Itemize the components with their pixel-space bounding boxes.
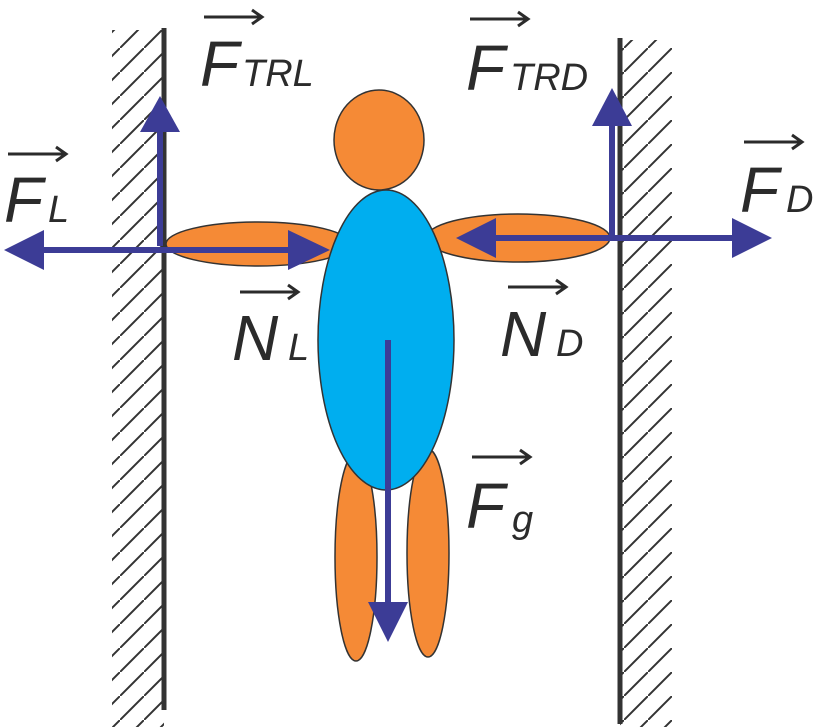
label-f-l-main: F xyxy=(4,164,47,236)
right-wall-hatching xyxy=(620,40,672,727)
label-f-l-sub: L xyxy=(48,189,69,231)
label-f-trl-sub: TRL xyxy=(242,53,314,95)
label-f-d: F D xyxy=(740,133,813,226)
label-f-g-sub: g xyxy=(512,499,533,541)
label-f-trd-main: F xyxy=(466,32,509,104)
label-f-trl-main: F xyxy=(200,28,243,100)
arrow-f-trl xyxy=(140,96,180,246)
label-n-d-sub: D xyxy=(556,323,583,365)
arrow-f-trd xyxy=(592,88,632,238)
person-head xyxy=(333,89,425,191)
label-f-trd: F TRD xyxy=(466,10,588,104)
left-wall-hatching xyxy=(112,30,164,727)
vector-arrow-over-f-g xyxy=(472,448,533,466)
label-f-g-main: F xyxy=(466,470,509,542)
label-f-d-main: F xyxy=(740,154,783,226)
right-wall xyxy=(617,38,672,727)
label-f-l: F L xyxy=(4,145,69,236)
force-arrows xyxy=(4,88,772,642)
vector-arrow-over-f-trl xyxy=(204,8,265,26)
person xyxy=(165,89,611,662)
arrow-n-d xyxy=(456,218,612,258)
vector-arrow-over-f-l xyxy=(8,145,69,163)
person-left-arm xyxy=(165,221,351,267)
label-f-trl: F TRL xyxy=(200,8,314,100)
vector-arrow-over-n-l xyxy=(240,283,301,301)
arrow-n-l xyxy=(164,230,330,270)
label-n-l-main: N xyxy=(232,302,279,374)
left-wall xyxy=(112,28,167,727)
vector-arrow-over-f-trd xyxy=(470,10,531,28)
label-n-l: N L xyxy=(232,283,309,374)
vector-arrow-over-f-d xyxy=(744,133,805,151)
arrow-f-g xyxy=(368,340,408,642)
arrow-f-l xyxy=(4,230,164,270)
label-n-l-sub: L xyxy=(288,327,309,369)
arrow-f-d xyxy=(612,218,772,258)
label-f-g: F g xyxy=(466,448,533,542)
label-f-d-sub: D xyxy=(786,179,813,221)
label-n-d: N D xyxy=(500,278,583,370)
label-n-d-main: N xyxy=(500,298,547,370)
vector-arrow-over-n-d xyxy=(508,278,569,296)
label-f-trd-sub: TRD xyxy=(510,57,588,99)
person-right-leg xyxy=(406,448,450,658)
